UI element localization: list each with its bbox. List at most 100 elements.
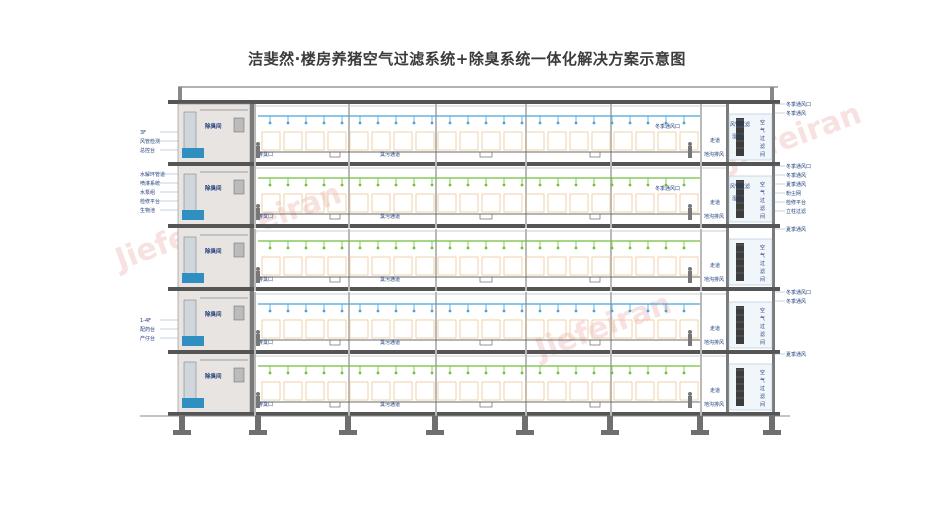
column-5: [700, 354, 702, 416]
duct-nozzle: [448, 121, 452, 125]
duct-nozzle: [556, 371, 560, 375]
duct-nozzle: [682, 246, 686, 250]
pit-step: [479, 401, 493, 408]
pit-step: [589, 151, 601, 158]
duct-nozzle: [556, 246, 560, 250]
manure-corridor-label: 臭污通道: [380, 151, 400, 158]
pig-pen: [261, 256, 281, 276]
pig-pen: [591, 193, 611, 213]
duct-nozzle: [340, 183, 344, 187]
pile-cap-6: [691, 430, 709, 435]
duct-nozzle: [592, 246, 596, 250]
pit-step: [329, 151, 341, 158]
person-head: [256, 392, 260, 396]
filter-room-label: 空气过滤间: [760, 244, 765, 283]
spray-tower: [183, 299, 197, 339]
duct-nozzle: [412, 121, 416, 125]
exhaust-outlet-label: 排臭口: [258, 339, 273, 346]
duct-nozzle: [538, 183, 542, 187]
person-head: [256, 142, 260, 146]
page-title: 洁斐然·楼房养猪空气过滤系统+除臭系统一体化解决方案示意图: [248, 50, 686, 68]
duct-nozzle: [376, 121, 380, 125]
filter-room: [728, 238, 773, 286]
pig-pen: [569, 381, 589, 401]
pig-pen: [547, 319, 567, 339]
pig-pen: [371, 319, 391, 339]
pig-pen: [503, 193, 523, 213]
pig-pen: [657, 193, 677, 213]
pig-pen: [547, 256, 567, 276]
duct-nozzle: [394, 309, 398, 313]
pit-step: [479, 339, 493, 346]
duct-nozzle: [628, 371, 632, 375]
right-inner-wall: [726, 104, 729, 414]
duct-nozzle: [538, 371, 542, 375]
pit-step: [589, 213, 601, 220]
person-body: [256, 396, 260, 408]
duct-nozzle: [664, 309, 668, 313]
duct-nozzle: [430, 246, 434, 250]
filter-panel: [736, 306, 744, 344]
duct-nozzle: [556, 309, 560, 313]
duct-nozzle: [484, 246, 488, 250]
floor-4: 除臭间排臭口臭污通道走道地沟排风冬季通风口空气过滤间风管过滤湿帘冬季通风口冬季通…: [140, 163, 811, 228]
person-body: [688, 208, 692, 220]
pig-pen: [635, 319, 655, 339]
exhaust-fan: [233, 242, 245, 258]
walkway-label: 走道: [710, 137, 720, 144]
right-annotation: 检修平台: [786, 199, 806, 206]
pig-pen: [591, 256, 611, 276]
duct-nozzle: [664, 246, 668, 250]
pig-pen: [459, 381, 479, 401]
pig-pen: [415, 193, 435, 213]
pig-pen: [349, 381, 369, 401]
ground-exhaust-label: 地沟排风: [704, 213, 724, 220]
duct-nozzle: [448, 246, 452, 250]
duct-nozzle: [628, 309, 632, 313]
exhaust-outlet-label: 排臭口: [258, 401, 273, 408]
filter-room-label: 空气过滤间: [760, 307, 765, 346]
pig-pen: [371, 381, 391, 401]
deodor-room-label: 除臭间: [205, 310, 222, 318]
pig-pen: [481, 193, 501, 213]
pit-step: [589, 276, 601, 283]
person-body: [688, 334, 692, 346]
duct-nozzle: [592, 183, 596, 187]
floors-group: 除臭间排臭口臭污通道走道地沟排风冬季通风口空气过滤间风管过滤湿帘冬季通风口冬季通…: [140, 101, 811, 416]
pig-pen: [569, 319, 589, 339]
left-annotation: 3F: [140, 130, 146, 136]
pig-pen: [635, 381, 655, 401]
exhaust-outlet-label: 排臭口: [258, 151, 273, 158]
duct-nozzle: [412, 183, 416, 187]
right-annotation: 冬季通风口: [786, 101, 811, 108]
pig-pen: [657, 256, 677, 276]
floor-1: 除臭间排臭口臭污通道走道地沟排风空气过滤间夏季通风: [168, 351, 806, 416]
pile-5: [607, 416, 613, 430]
pig-pen: [371, 256, 391, 276]
pig-pen: [393, 381, 413, 401]
person-head: [688, 204, 692, 208]
person-body: [688, 146, 692, 158]
floor-slab: [168, 162, 780, 166]
duct-nozzle: [628, 246, 632, 250]
right-annotation: 冬季通风口: [786, 163, 811, 170]
person-head: [256, 267, 260, 271]
person-head: [688, 392, 692, 396]
spray-tower: [183, 361, 197, 401]
wet-curtain-label: 湿帘: [732, 195, 742, 202]
deodor-room-label: 除臭间: [205, 184, 222, 192]
duct-nozzle: [574, 183, 578, 187]
right-annotation: 冬季通风: [786, 298, 806, 305]
pile-cap-1: [249, 430, 267, 435]
pig-pen: [415, 131, 435, 151]
pig-pen: [525, 131, 545, 151]
pig-pen: [283, 381, 303, 401]
ground-exhaust-label: 地沟排风: [704, 276, 724, 283]
pig-pen: [415, 256, 435, 276]
pig-pen: [371, 193, 391, 213]
duct-nozzle: [484, 309, 488, 313]
pig-pen: [635, 256, 655, 276]
water-tank: [182, 398, 204, 408]
manure-corridor-label: 臭污通道: [380, 339, 400, 346]
duct-nozzle: [682, 309, 686, 313]
